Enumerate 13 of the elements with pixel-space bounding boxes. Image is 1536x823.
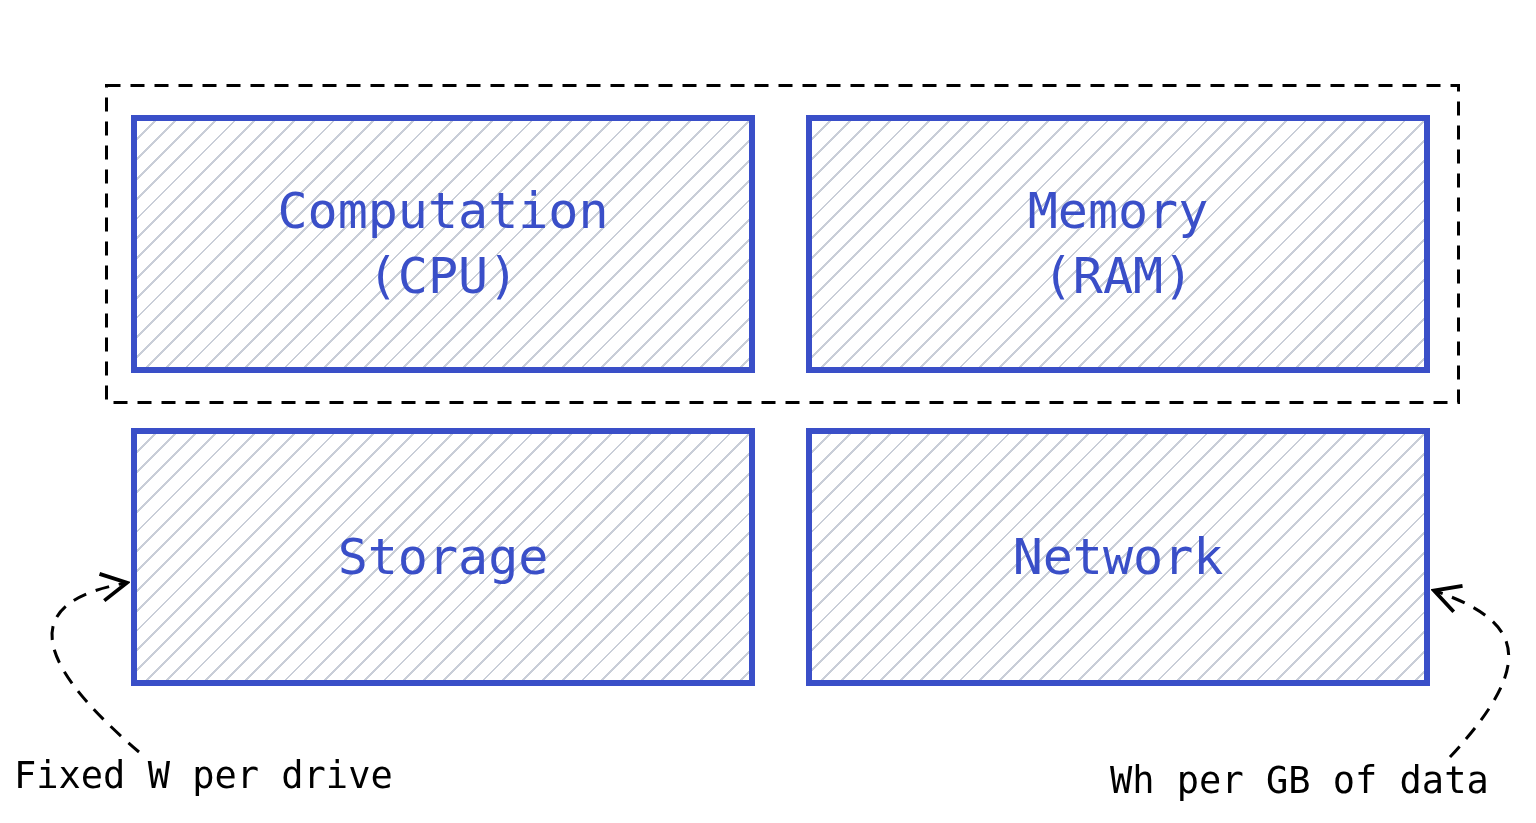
curved-arrow (1432, 585, 1510, 758)
hatched-box (131, 115, 755, 373)
box-label: Computation (CPU) (277, 181, 609, 307)
curved-arrow (50, 573, 140, 754)
box-label: Network (1012, 526, 1224, 588)
hatched-box (131, 428, 755, 686)
box-label: Storage (337, 526, 549, 588)
box-label: Memory (RAM) (1027, 181, 1209, 307)
hatched-box (806, 115, 1430, 373)
annotation-text: Fixed W per drive (14, 753, 393, 800)
annotation-text: Wh per GB of data (1110, 758, 1489, 805)
dashed-group-box (105, 84, 1460, 404)
hatched-box (806, 428, 1430, 686)
